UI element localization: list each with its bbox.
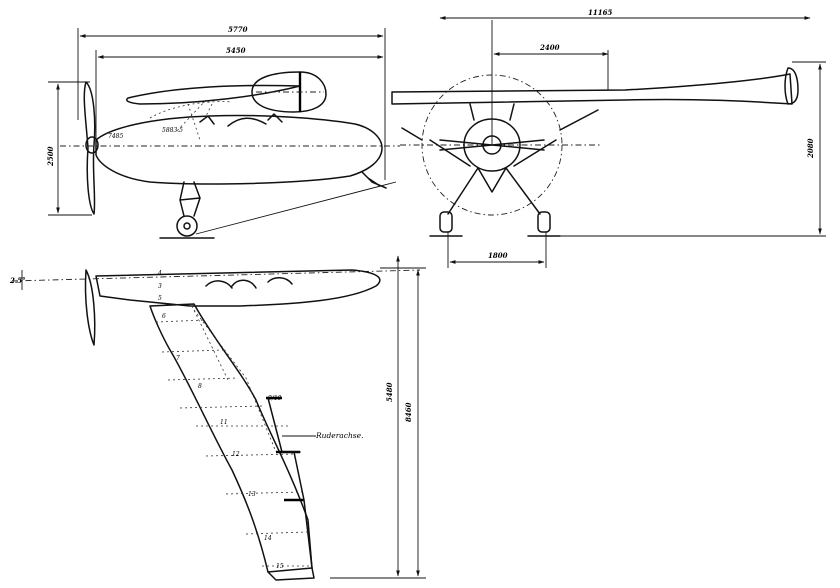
fuselage-front	[463, 118, 521, 172]
tail-fin-side	[251, 71, 327, 113]
station-label: 13	[248, 491, 256, 498]
station-label: 6	[162, 313, 166, 320]
small-dim-b: 5883.5	[162, 127, 183, 134]
station-label: 5	[158, 295, 162, 302]
front-view: 11165 2400 2080 1800	[391, 8, 826, 268]
wing-side	[126, 84, 301, 105]
propeller-plan	[84, 269, 96, 346]
station-label: 3	[158, 283, 162, 290]
wheel-side	[176, 215, 198, 237]
dim-1800: 1800	[488, 251, 508, 260]
landing-gear-side	[179, 181, 201, 217]
rudder-axis-label: Ruderachse.	[315, 431, 363, 440]
dim-8460: 8460	[404, 402, 413, 422]
propeller-front	[439, 139, 545, 151]
dim-2500: 2500	[46, 146, 55, 167]
side-view: 5770 5450 2500 7485 5883.5	[46, 25, 400, 239]
landing-gear-front	[429, 139, 557, 215]
station-label: 7	[176, 355, 180, 362]
wheel-right	[537, 211, 551, 233]
station-label: 9/10	[268, 395, 282, 402]
angle-label: 2.5°	[9, 276, 26, 285]
dim-11165: 11165	[588, 8, 612, 17]
canopy	[199, 113, 283, 127]
small-dim-a: 7485	[108, 133, 123, 140]
spinner	[85, 136, 99, 154]
wing-struts	[401, 109, 599, 141]
station-label: 8	[198, 383, 202, 390]
fuselage-plan	[95, 269, 381, 307]
station-label: 15	[276, 563, 284, 570]
station-label: 4	[157, 270, 162, 277]
wing-plan	[149, 303, 313, 573]
wingtip	[784, 67, 799, 105]
spinner-front	[482, 135, 502, 155]
fuselage-side	[95, 114, 383, 185]
station-label: 14	[264, 535, 272, 542]
dim-2400: 2400	[539, 43, 560, 52]
dim-5480: 5480	[385, 382, 394, 402]
wheel-left	[439, 211, 453, 233]
cockpit-openings	[205, 277, 293, 289]
dim-2080: 2080	[806, 138, 815, 159]
plan-view: 2.5° 8460 5480 Ruderachse. 4	[9, 255, 426, 581]
station-label: 12	[232, 451, 240, 458]
station-label: 11	[220, 419, 228, 426]
wing-front	[391, 73, 793, 105]
tail-skid	[361, 171, 387, 189]
propeller-side	[83, 81, 96, 215]
dim-5450: 5450	[226, 46, 246, 55]
dim-5770: 5770	[228, 25, 248, 34]
